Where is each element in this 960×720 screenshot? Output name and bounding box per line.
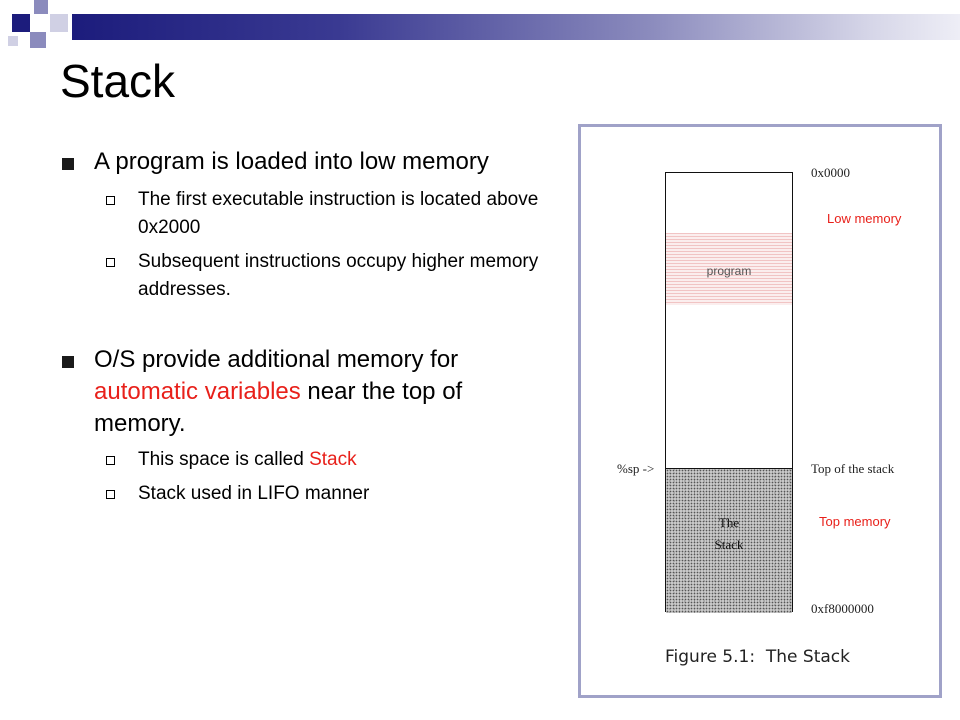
bullet-list: A program is loaded into low memory The …: [60, 146, 560, 508]
address-high-label: 0xf8000000: [811, 601, 874, 616]
highlight-text: automatic variables: [94, 378, 301, 405]
sub-bullet-item: The first executable instruction is loca…: [60, 186, 560, 242]
program-label: program: [706, 264, 752, 278]
sub-bullet-text: This space is called: [138, 449, 310, 470]
top-of-stack-label: Top of the stack: [811, 461, 895, 476]
stack-figure: 0x0000 Low memory program The Stack %sp …: [578, 124, 942, 698]
sub-bullet-item: Subsequent instructions occupy higher me…: [60, 248, 560, 304]
memory-box: program The Stack: [665, 172, 793, 613]
address-low-label: 0x0000: [811, 165, 850, 180]
sub-bullet-text: Stack used in LIFO manner: [138, 483, 370, 504]
header-square: [8, 36, 18, 46]
bullet-item: A program is loaded into low memory: [60, 146, 560, 178]
header-square: [30, 32, 46, 48]
stack-region: The Stack: [666, 468, 792, 613]
sub-bullet-item: This space is called Stack: [60, 446, 560, 474]
program-region: [666, 233, 792, 305]
low-memory-label: Low memory: [827, 211, 902, 226]
header-square: [34, 0, 48, 14]
stack-label-line2: Stack: [714, 537, 744, 552]
bullet-item: O/S provide additional memory for automa…: [60, 344, 560, 440]
highlight-text: Stack: [309, 449, 357, 470]
stack-pointer-label: %sp ->: [617, 461, 655, 476]
header-square: [12, 14, 30, 32]
figure-caption: Figure 5.1: The Stack: [665, 647, 850, 667]
slide-title: Stack: [60, 55, 176, 107]
header-gradient-bar: [72, 14, 960, 40]
stack-label-line1: The: [718, 515, 740, 530]
sub-bullet-item: Stack used in LIFO manner: [60, 480, 560, 508]
header-square: [50, 14, 68, 32]
top-memory-label: Top memory: [819, 514, 891, 529]
bullet-text: near the top of memory.: [94, 378, 463, 437]
bullet-text: O/S provide additional memory for: [94, 346, 459, 373]
